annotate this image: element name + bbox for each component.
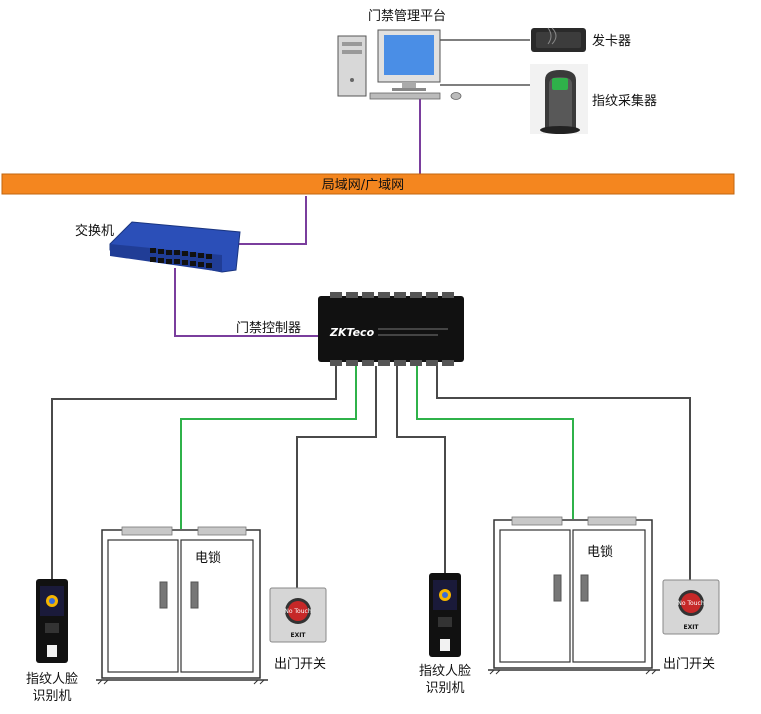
controller-bottom-terminals: [330, 360, 454, 366]
network-bar: 局域网/广域网: [1, 173, 735, 195]
wire-controller-reader-left: [51, 366, 337, 579]
card-reader-icon: [531, 27, 586, 52]
network-label: 局域网/广域网: [322, 178, 404, 193]
double-door-icon-right: [488, 519, 660, 675]
exit-left-text: EXIT: [290, 632, 306, 639]
switch-label: 交换机: [75, 223, 114, 239]
wire-controller-reader-right: [396, 366, 446, 573]
wire-switch-controller: [174, 268, 318, 337]
double-door-icon: [96, 529, 268, 685]
lock-left-label: 电锁: [195, 550, 221, 566]
reader-left-label-2: 识别机: [32, 689, 71, 704]
network-switch-icon: [109, 221, 241, 273]
magnetic-lock-icon-right: [511, 516, 637, 526]
magnetic-lock-icon: [121, 526, 247, 536]
floor-hatch-left: [97, 679, 265, 685]
wires: [51, 39, 691, 588]
fingerprint-scanner-icon: [530, 64, 588, 134]
reader-left-label-1: 指纹人脸: [26, 672, 78, 687]
exit-right-notouch: No Touch: [677, 600, 704, 607]
wire-controller-exit-right: [436, 366, 691, 580]
exit-button-icon: No Touch EXIT: [269, 587, 327, 643]
reader-right-label-2: 识别机: [425, 681, 464, 696]
controller-logo: ZKTeco: [329, 326, 375, 339]
reader-right-label-1: 指纹人脸: [419, 664, 471, 679]
controller-label: 门禁控制器: [236, 321, 301, 336]
floor-hatch-right: [489, 669, 657, 675]
platform-label: 门禁管理平台: [368, 9, 446, 24]
controller-top-terminals: [330, 292, 454, 298]
card-issuer-label: 发卡器: [592, 33, 631, 49]
desktop-computer-icon: [337, 29, 462, 100]
switch-ports: [150, 248, 212, 268]
exit-left-notouch: No Touch: [284, 608, 311, 615]
access-controller-icon: ZKTeco: [318, 292, 464, 366]
exit-right-text: EXIT: [683, 624, 699, 631]
face-fingerprint-terminal-icon: [36, 579, 68, 663]
lock-right-label: 电锁: [587, 544, 613, 560]
face-fingerprint-terminal-icon-right: [429, 573, 461, 657]
exit-switch-right-label: 出门开关: [663, 657, 715, 672]
wire-controller-exit-left: [296, 366, 377, 588]
wire-controller-lock-left: [180, 366, 357, 529]
fingerprint-collector-label: 指纹采集器: [592, 93, 657, 109]
wire-controller-lock-right: [416, 366, 574, 519]
exit-button-icon-right: No Touch EXIT: [662, 579, 720, 635]
wire-network-switch: [236, 196, 307, 245]
exit-switch-left-label: 出门开关: [274, 657, 326, 672]
